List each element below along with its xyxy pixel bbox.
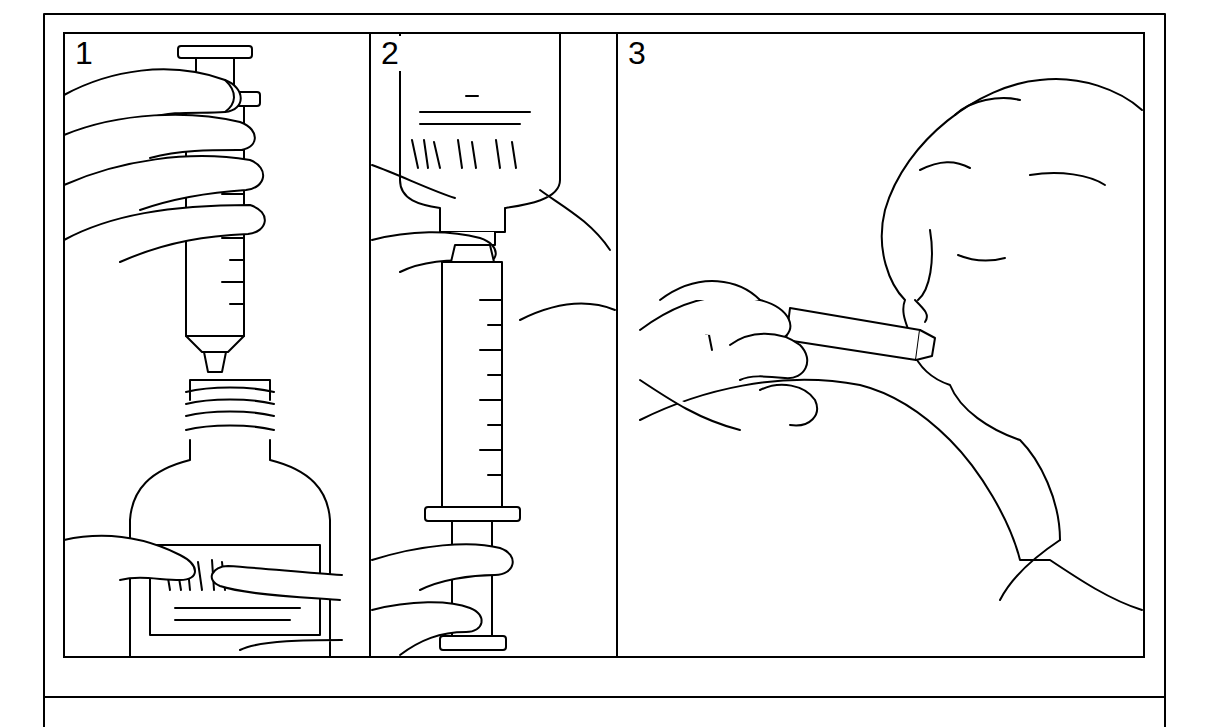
panel-box: 2 [369,32,618,658]
syringe-drawing [425,245,520,650]
hand-drawing [64,69,265,262]
bottle-drawing [130,380,330,657]
step-number: 3 [626,36,648,71]
panel-box: 1 [63,32,371,658]
panel-box: 3 [616,32,1145,658]
frame-line [43,697,45,727]
frame-line [1164,697,1166,727]
outer-frame [44,14,1165,697]
baby-drawing [640,79,1142,610]
step-number: 1 [73,36,95,71]
step-number: 2 [379,36,401,71]
bottle-drawing [400,34,560,245]
scale-marks [480,300,502,475]
hand-drawing [64,536,342,650]
hand-drawing [640,281,817,430]
hand-drawing [372,544,513,655]
